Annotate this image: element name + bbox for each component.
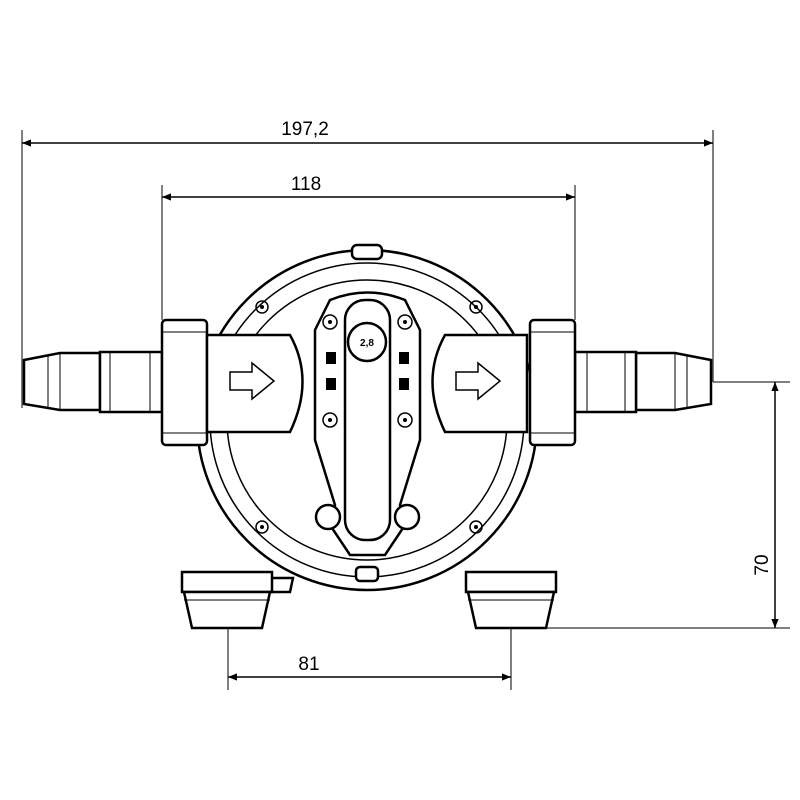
left-foot [180,570,295,630]
screw-icon [255,520,269,534]
outlet-housing [431,333,529,434]
dimension-flange-width: 118 [161,174,576,320]
dimension-label-flange-width: 118 [291,174,321,195]
dimension-label-overall-width: 197,2 [281,119,329,140]
right-hose-barb [573,350,713,414]
flow-arrow-icon [229,361,276,401]
right-foot [464,570,558,630]
screw-icon [397,412,413,428]
inlet-housing [205,333,304,434]
screw-icon [397,314,413,330]
dimension-label-port-height: 70 [752,554,773,575]
dimension-feet-spacing: 81 [227,575,512,690]
flow-arrow-icon [455,361,502,401]
dimension-label-feet-spacing: 81 [298,654,319,675]
left-flange [160,318,209,447]
screw-icon [322,314,338,330]
pressure-logo-icon [346,321,388,363]
screw-icon [255,300,269,314]
dimension-overall-width: 197,2 [21,119,714,408]
left-hose-barb [22,350,164,414]
svg-text:2,8: 2,8 [360,338,374,349]
right-flange [528,318,577,447]
body-screws [255,300,483,534]
center-bracket: 2,8 [313,291,422,557]
dimension-port-height: 70 [515,381,790,629]
screw-icon [469,300,483,314]
screw-icon [469,520,483,534]
screw-icon [322,412,338,428]
